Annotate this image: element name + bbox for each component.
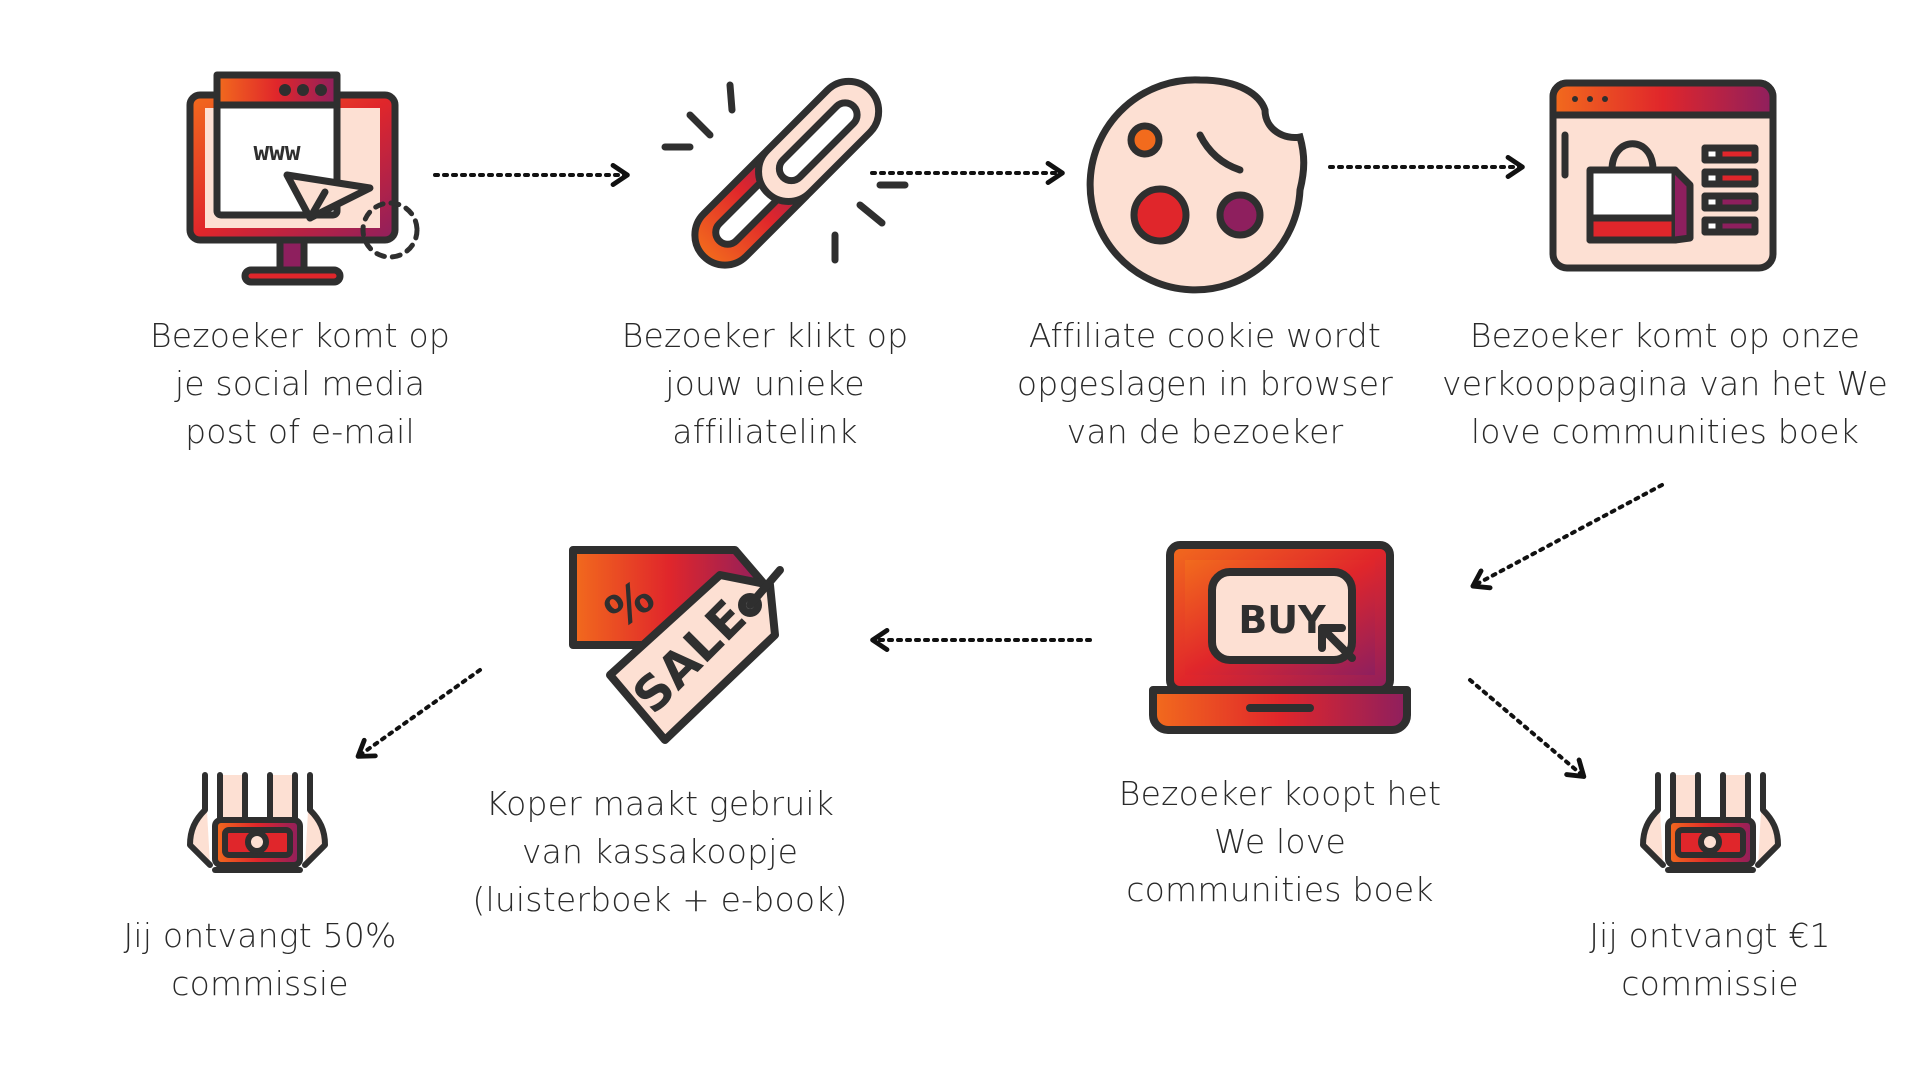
- www-text: www: [254, 137, 301, 167]
- step-4-line-2: verkooppagina van het We: [1441, 364, 1889, 403]
- step-3-line-3: van de bezoeker: [1066, 412, 1344, 451]
- step-8-label: Jij ontvangt €1 commissie: [1545, 912, 1875, 1008]
- step-2-line-2: jouw unieke: [665, 364, 865, 403]
- step-2-line-1: Bezoeker klikt op: [621, 316, 909, 355]
- cookie-icon: [1086, 76, 1308, 294]
- step-6-line-2: van kassakoopje: [521, 832, 799, 871]
- step-1-line-2: je social media: [174, 364, 426, 403]
- step-5-line-1: Bezoeker koopt het: [1118, 774, 1442, 813]
- step-7-line-1: Jij ontvangt 50%: [123, 916, 397, 955]
- step-8-line-2: commissie: [1621, 964, 1799, 1003]
- step-1-label: Bezoeker komt op je social media post of…: [115, 312, 485, 456]
- step-6-line-3: (luisterboek + e-book): [472, 880, 848, 919]
- laptop-buy-icon: BUY: [1149, 541, 1411, 734]
- chain-link-icon: [661, 77, 909, 269]
- sale-tag-icon: % SALE: [569, 546, 784, 744]
- step-2-label: Bezoeker klikt op jouw unieke affiliatel…: [575, 312, 955, 456]
- step-2-line-3: affiliatelink: [672, 412, 858, 451]
- arrow-4-to-5: [1470, 483, 1664, 591]
- buy-text: BUY: [1238, 598, 1326, 642]
- step-4-label: Bezoeker komt op onze verkooppagina van …: [1430, 312, 1900, 456]
- step-1-line-3: post of e-mail: [185, 412, 415, 451]
- hands-money-icon-right: [1640, 772, 1781, 873]
- hands-money-icon-left: [187, 772, 328, 873]
- step-5-line-3: communities boek: [1126, 870, 1434, 909]
- step-8-line-1: Jij ontvangt €1: [1589, 916, 1831, 955]
- monitor-www-icon: www: [186, 71, 420, 286]
- step-7-label: Jij ontvangt 50% commissie: [95, 912, 425, 1008]
- shopping-page-icon: [1549, 79, 1777, 272]
- step-1-line-1: Bezoeker komt op: [149, 316, 451, 355]
- flow-arrows: [355, 155, 1664, 779]
- arrow-5-to-8: [1468, 678, 1587, 779]
- step-7-line-2: commissie: [171, 964, 349, 1003]
- step-3-line-2: opgeslagen in browser: [1016, 364, 1394, 403]
- arrow-6-to-7: [355, 668, 482, 759]
- step-4-line-1: Bezoeker komt op onze: [1469, 316, 1861, 355]
- step-3-line-1: Affiliate cookie wordt: [1028, 316, 1382, 355]
- step-5-label: Bezoeker koopt het We love communities b…: [1085, 770, 1475, 914]
- step-6-line-1: Koper maakt gebruik: [485, 784, 835, 823]
- step-4-line-3: love communities boek: [1470, 412, 1860, 451]
- step-3-label: Affiliate cookie wordt opgeslagen in bro…: [1005, 312, 1405, 456]
- step-5-line-2: We love: [1213, 822, 1347, 861]
- step-6-label: Koper maakt gebruik van kassakoopje (lui…: [460, 780, 860, 924]
